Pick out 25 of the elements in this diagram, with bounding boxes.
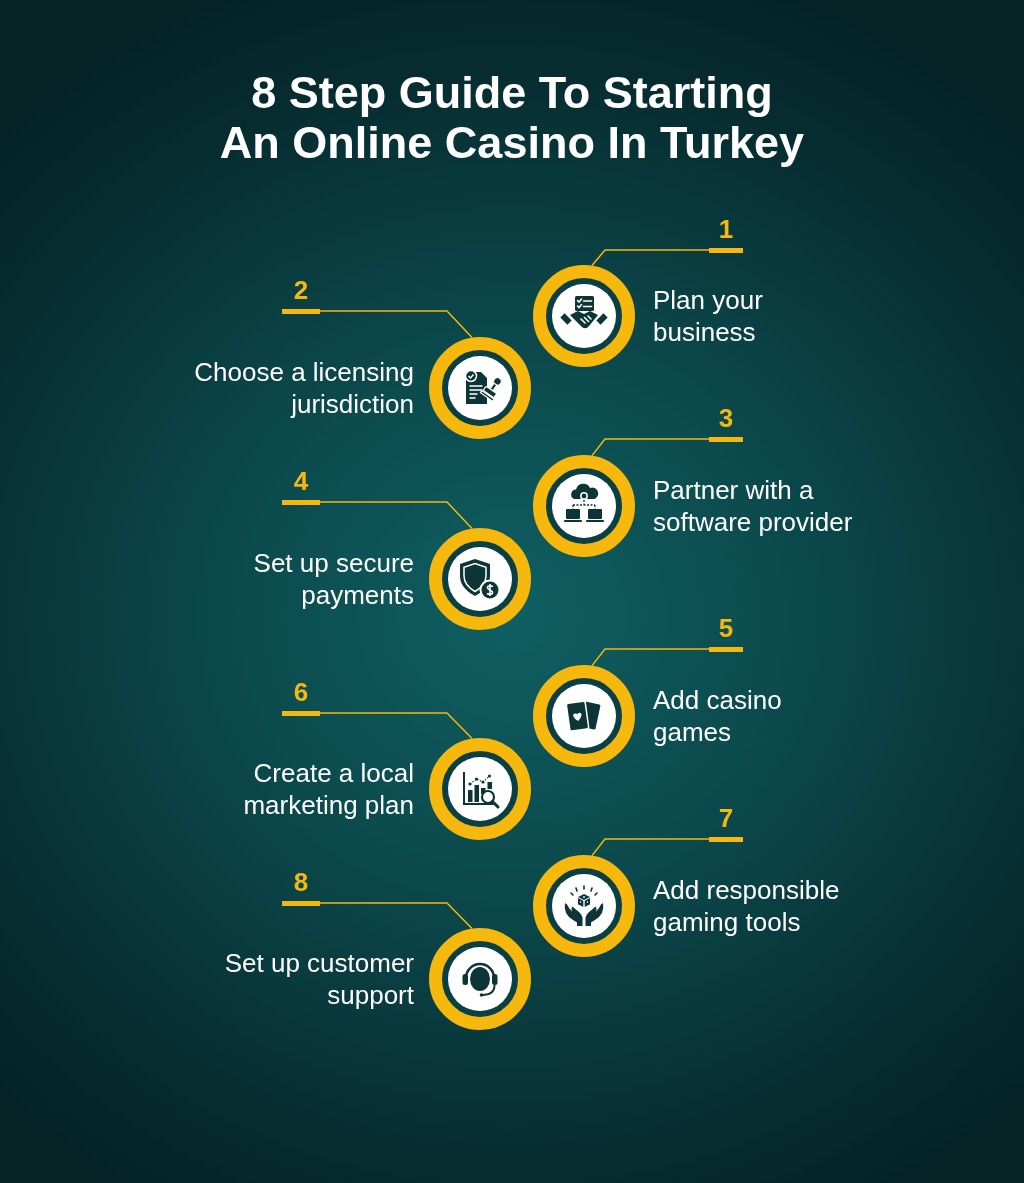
step-label: Set up secure payments: [252, 547, 414, 611]
step-number: 8: [282, 867, 320, 906]
step-number: 7: [709, 803, 743, 842]
leader-line: [591, 838, 710, 857]
leader-line: [319, 501, 473, 530]
leader-line: [319, 310, 473, 339]
step-number: 3: [709, 403, 743, 442]
step-label: Set up customer support: [223, 947, 414, 1011]
step-number: 5: [709, 613, 743, 652]
step-number: 1: [709, 214, 743, 253]
step-number: 4: [282, 466, 320, 505]
step-label: Add casino games: [653, 684, 783, 748]
leader-line: [591, 438, 710, 457]
step-label: Choose a licensing jurisdiction: [193, 356, 414, 420]
title: 8 Step Guide To Starting An Online Casino In Turkey: [218, 68, 806, 168]
step-label: Add responsible gaming tools: [653, 874, 841, 938]
leader-line: [319, 902, 473, 930]
leader-line: [591, 249, 710, 267]
step-number: 2: [282, 275, 320, 314]
step-label: Plan your business: [653, 284, 764, 348]
step-label: Partner with a software provider: [653, 474, 854, 538]
leader-line: [319, 712, 473, 740]
leader-line: [591, 648, 710, 667]
step-label: Create a local marketing plan: [242, 757, 414, 821]
step-number: 6: [282, 677, 320, 716]
